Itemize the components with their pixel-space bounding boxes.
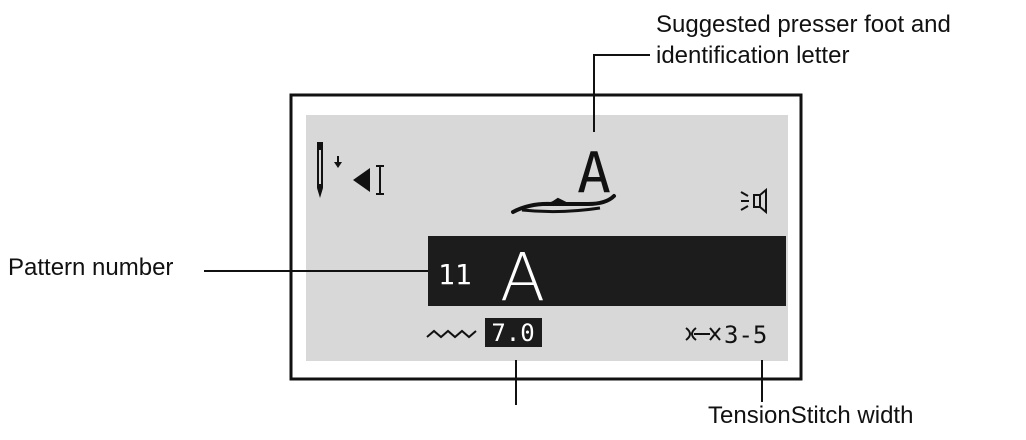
tension-value: 3-5 [724, 321, 767, 349]
pattern-band [428, 236, 786, 306]
presser-foot-leader-line [593, 54, 650, 132]
presser-foot-callout-line1: Suggested presser foot and [656, 11, 951, 38]
speaker-icon [740, 187, 767, 215]
needle-position-left-icon [353, 165, 384, 195]
tension-icon [685, 327, 721, 341]
needle-down-icon [317, 142, 342, 198]
stitch-length-value: 7.0 [491, 319, 534, 347]
tension-stitch-width-callout: TensionStitch width [708, 402, 914, 429]
pattern-number-callout: Pattern number [8, 254, 174, 281]
presser-foot-letter: A [577, 141, 611, 206]
stitch-length-box [485, 318, 542, 347]
pattern-number-value: 11 [438, 258, 472, 291]
pattern-letter: A [500, 239, 545, 316]
zigzag-stitch-icon [426, 329, 477, 339]
presser-foot-callout-line2: identification letter [656, 42, 850, 69]
presser-foot-icon [511, 194, 616, 214]
